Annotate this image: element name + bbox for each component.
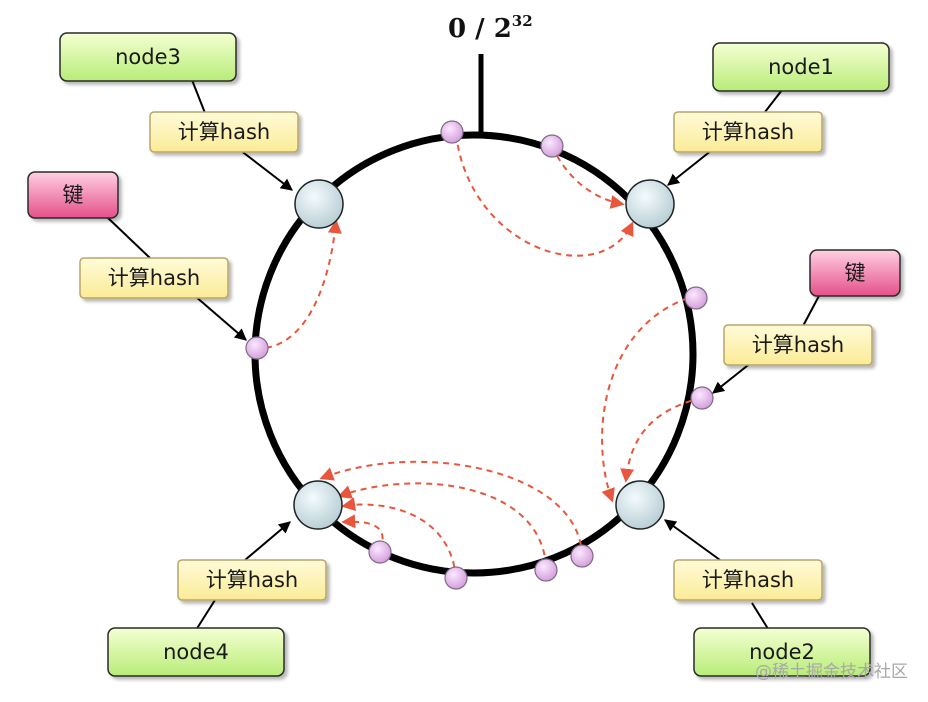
node4-point: [293, 480, 343, 530]
node3-label-box: node3: [59, 32, 237, 82]
node2-label-box: node2: [693, 627, 871, 677]
key-point: [368, 540, 392, 564]
hash-label: 计算hash: [206, 568, 298, 592]
node1-point: [625, 179, 675, 229]
key-left-label-box: 键: [27, 171, 119, 219]
mapping-arrow: [319, 460, 583, 557]
hash-label: 计算hash: [108, 266, 200, 290]
hash-label-box-node4: 计算hash: [177, 559, 327, 601]
mapping-arrow: [620, 397, 703, 483]
node2-point: [615, 480, 665, 530]
hash-label-box-key-left: 计算hash: [79, 257, 229, 299]
key-point: [444, 566, 468, 590]
mapping-arrow: [265, 219, 342, 349]
node1-label-box: node1: [712, 42, 890, 92]
ring-range-exponent: 32: [512, 12, 533, 30]
watermark-text: @稀土掘金技术社区: [755, 662, 908, 682]
key-point: [245, 336, 269, 360]
server-nodes: [293, 179, 675, 530]
hash-label-box-key-right: 计算hash: [723, 324, 873, 366]
hash-label: 计算hash: [178, 120, 270, 144]
hash-label-box-node1: 计算hash: [673, 111, 823, 153]
mapping-arrow: [455, 133, 634, 257]
key-right-label-box: 键: [809, 249, 901, 297]
mapping-arrow: [551, 145, 625, 209]
key-points: [245, 120, 714, 590]
hash-label: 计算hash: [752, 333, 844, 357]
key-left-label: 键: [63, 183, 84, 207]
hash-label-box-node3: 计算hash: [149, 111, 299, 153]
node3-point: [294, 179, 344, 229]
mapping-arrows: [265, 133, 703, 579]
node1-label: node1: [768, 55, 834, 79]
key-point: [440, 120, 464, 144]
connector-lines: [107, 79, 821, 633]
hash-label: 计算hash: [702, 568, 794, 592]
mapping-arrow: [601, 297, 689, 503]
mapping-arrow: [341, 497, 457, 579]
key-right-label: 键: [845, 261, 866, 285]
key-point: [684, 286, 708, 310]
ring-range-base: 0 / 2: [448, 14, 512, 44]
node3-label: node3: [115, 45, 181, 69]
key-point: [534, 558, 558, 582]
hash-label: 计算hash: [702, 120, 794, 144]
key-point: [690, 386, 714, 410]
node4-label-box: node4: [107, 627, 285, 677]
hash-label-box-node2: 计算hash: [673, 559, 823, 601]
node4-label: node4: [163, 640, 229, 664]
node2-label: node2: [749, 640, 815, 664]
key-point: [540, 134, 564, 158]
key-point: [570, 544, 594, 568]
ring-range-title: 0 / 232: [448, 12, 533, 44]
